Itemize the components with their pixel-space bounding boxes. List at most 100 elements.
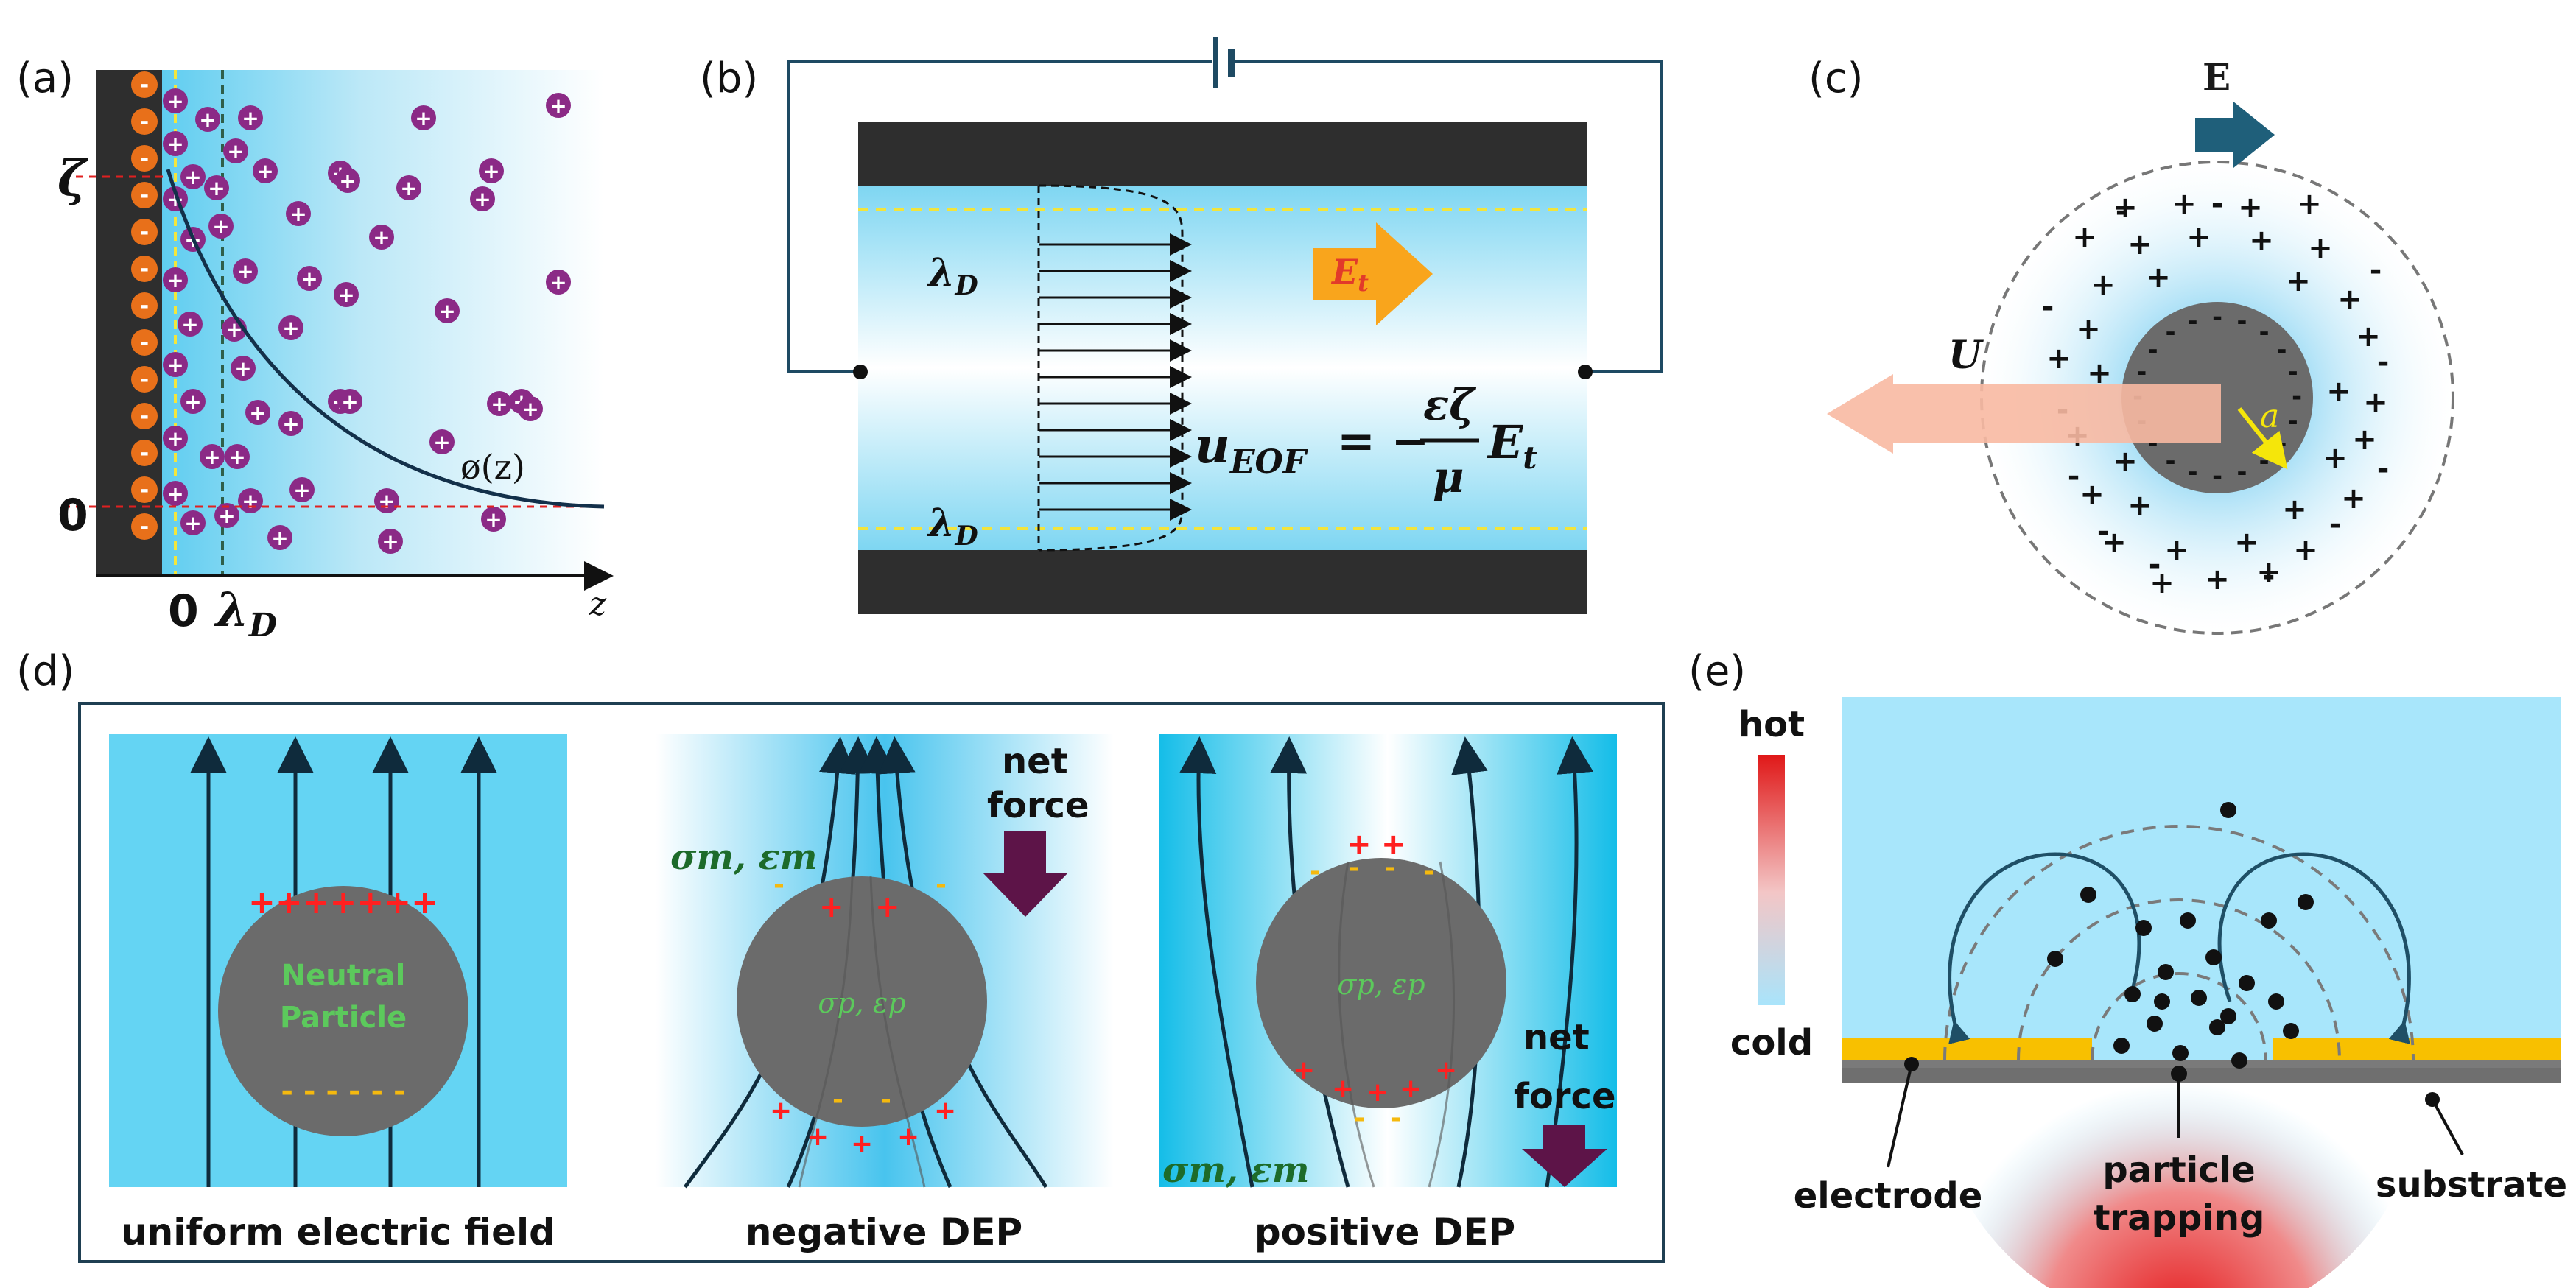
ion-plus: + [2249,224,2274,258]
svg-text:uEOF: uEOF [1195,417,1308,481]
ion-plus: + [2127,489,2152,523]
particle-dot [2283,1023,2299,1039]
negative-charge-sign: - [140,404,149,429]
ion-plus: + [2286,264,2311,298]
particle-dot [2124,986,2141,1002]
bottom-wall [858,550,1587,614]
uniform-positive-charges: +++++++ [248,884,438,921]
positive-ion-sign: + [382,529,399,554]
surface-minus: - [2288,358,2298,387]
particle-dot [2047,951,2063,967]
panel-b-label: (b) [700,54,758,102]
neg-bottom-minus: - [832,1085,843,1115]
positive-ion [180,164,206,189]
surface-minus: - [2148,336,2158,365]
positive-ion [180,389,206,414]
ion-minus: - [2263,559,2275,593]
lambda-d-label: λD [214,583,277,644]
phi-label: ø(z) [460,447,525,487]
right-electrode-node [1578,365,1593,379]
ion-minus: - [2377,452,2390,486]
field-label: Et [1330,252,1369,297]
positive-ion-sign: + [184,511,201,535]
neg-force-label: force [987,785,1089,826]
positive-ion [487,391,512,416]
field-contour [2017,898,2341,1061]
surface-minus: - [2212,303,2222,332]
positive-ion-sign: + [282,412,299,436]
caption-positive: positive DEP [1254,1211,1515,1253]
positive-ion [411,105,436,130]
substrate-pointer [2431,1099,2464,1155]
svg-text:-: - [1423,856,1434,887]
negative-charge-sign: - [140,514,149,540]
negative-charge-sign: - [140,256,149,282]
panel-c: (c) ++++++++++++++++++++++++++++++++++--… [1808,54,2454,635]
pos-force-arrow [1522,1125,1607,1187]
electrode-pointer [1887,1063,1913,1168]
positive-ion-sign: + [293,478,310,502]
diverging-field-line [1545,736,1594,1188]
neg-force-arrow [983,831,1068,917]
positive-ion-sign: + [249,401,266,425]
positive-ion-sign: + [256,159,273,183]
ion-plus: + [2127,228,2152,261]
positive-ion [231,356,256,381]
panel-d-label: (d) [16,647,74,695]
positive-ion [267,525,292,550]
positive-ion-sign: + [301,267,317,291]
particle-dot [2268,993,2284,1010]
pos-top-plus: + [1381,828,1406,862]
ion-plus: + [2149,566,2175,600]
negative-charge [131,256,158,282]
particle-dot [2191,990,2207,1006]
svg-text:-: - [1354,1103,1365,1133]
radius-label: a [2260,398,2279,435]
positive-ion-sign: + [474,187,491,211]
ion-plus: + [2113,191,2138,225]
neg-bottom-plus: + [807,1122,829,1152]
positive-ion-sign: + [228,445,245,469]
positive-ion [369,225,394,250]
ion-plus: + [2323,441,2348,475]
neg-bottom-minus: - [880,1085,891,1115]
svg-text:εζ: εζ [1423,380,1476,430]
lambda-top-label: λD [927,250,978,301]
panel-a-label: (a) [16,54,74,102]
positive-ion-sign: + [184,390,201,414]
velocity-arrows [1039,233,1192,521]
ion-plus: + [2076,312,2101,346]
particle-dot [2261,912,2277,929]
surface-minus: - [2236,306,2247,336]
particle-dot [2147,1016,2163,1032]
ion-plus: + [2186,220,2211,254]
negative-charge [131,219,158,245]
ion-plus: + [2102,526,2127,560]
channel-fluid [858,186,1587,550]
positive-ion-sign: + [166,89,183,113]
surface-minus: - [2259,318,2269,348]
ion-plus: + [2352,423,2377,457]
trapped-particles [2047,802,2314,1082]
positive-ion [374,488,399,513]
neg-medium-props: σm, εm [670,837,818,878]
positive-ion-sign: + [181,312,198,337]
ion-plus: + [2341,482,2366,515]
positive-ion [546,270,571,295]
neutral-particle [218,886,468,1136]
ion-plus: + [2072,220,2097,254]
positive-ion [479,158,504,183]
positive-ion-sign: + [166,353,183,377]
ion-minus: - [2116,194,2128,228]
positive-ion [396,175,421,200]
particle-dot [2205,949,2222,965]
ion-plus: + [2326,375,2351,409]
positive-ion-sign: + [289,202,306,226]
svg-text:+: + [1435,1055,1457,1085]
ion-plus: + [2282,493,2307,527]
ion-plus: + [2080,478,2105,512]
surface-minus: - [2212,462,2222,491]
ion-plus: + [2356,320,2381,353]
svg-text:= −: = − [1337,414,1429,468]
positive-ion [429,429,455,454]
